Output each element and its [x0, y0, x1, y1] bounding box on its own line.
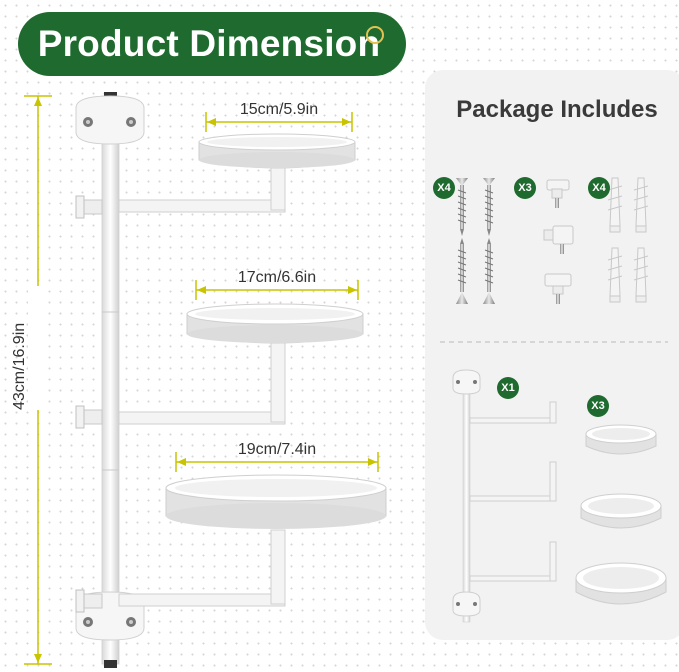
rack-illustration	[75, 92, 387, 668]
height-dimension: 43cm/16.9in	[11, 95, 52, 665]
package-title: Package Includes	[456, 96, 658, 123]
page-title: Product Dimension	[37, 23, 381, 64]
screws-qty-badge: X4	[433, 177, 455, 199]
wall-anchor-icon	[607, 247, 623, 303]
tray-medium-label: 17cm/6.6in	[238, 269, 316, 286]
anchors-qty-badge: X4	[588, 177, 610, 199]
title-banner: Product Dimension	[18, 12, 406, 76]
knob-part-icon	[544, 273, 572, 304]
anchors-group	[607, 177, 649, 303]
knob-3	[75, 589, 103, 613]
wall-anchor-icon	[633, 177, 649, 233]
mini-tray-large-icon	[575, 562, 667, 605]
rack-qty-badge: X1	[497, 377, 519, 399]
arm-1	[118, 165, 286, 213]
knob-1	[75, 195, 103, 219]
tray-small	[198, 133, 356, 169]
knob-2	[75, 405, 103, 429]
height-label: 43cm/16.9in	[11, 323, 28, 410]
screw-icon	[483, 238, 495, 304]
wall-plate-top	[75, 95, 145, 145]
wall-anchor-icon	[607, 177, 623, 233]
tray-large-dimension: 19cm/7.4in	[175, 441, 379, 472]
trays-qty-badge: X3	[587, 395, 609, 417]
tray-small-dimension: 15cm/5.9in	[205, 101, 353, 132]
arm-3	[118, 529, 286, 607]
tray-medium-dimension: 17cm/6.6in	[195, 269, 359, 300]
tray-small-label: 15cm/5.9in	[240, 101, 318, 118]
knobs-group	[543, 179, 574, 304]
tray-medium	[186, 303, 364, 344]
title-ring-decoration	[366, 26, 384, 44]
mini-tray-medium-icon	[580, 493, 662, 529]
tray-large-label: 19cm/7.4in	[238, 441, 316, 458]
knob-part-icon	[546, 179, 570, 208]
arm-2	[118, 339, 286, 425]
screw-icon	[456, 238, 468, 304]
knobs-qty-badge: X3	[514, 177, 536, 199]
wall-anchor-icon	[633, 247, 649, 303]
mini-tray-small-icon	[585, 424, 657, 455]
screw-icon	[456, 178, 468, 236]
mini-rack-icon	[452, 369, 557, 623]
tray-large	[165, 474, 387, 529]
knob-part-icon	[543, 225, 574, 254]
screws-group	[456, 178, 495, 304]
screw-icon	[483, 178, 495, 236]
